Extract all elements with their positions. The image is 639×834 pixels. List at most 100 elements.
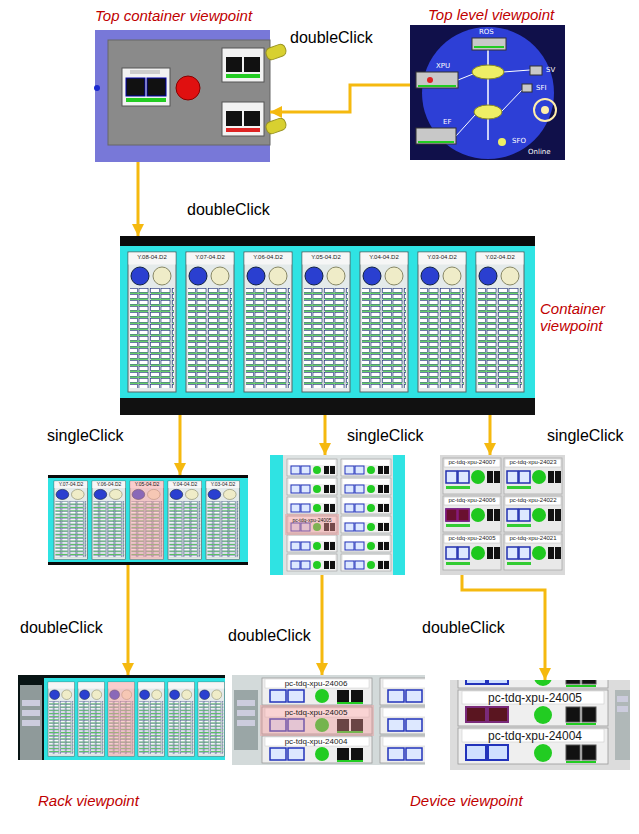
rack-figure — [418, 252, 466, 392]
screen-ground — [450, 680, 630, 770]
mini-device — [126, 78, 145, 96]
device-view-screen — [232, 675, 425, 765]
device-figure — [380, 707, 425, 734]
screen-label: Y.03-04.D2 — [206, 481, 240, 487]
device-figure — [262, 736, 372, 763]
device-figure — [287, 497, 337, 514]
screenshot-panel: pc-tdq-xpu-24007pc-tdq-xpu-24023pc-tdq-x… — [440, 455, 565, 575]
screen-label: SV — [546, 66, 564, 74]
device-figure — [458, 690, 608, 726]
tree-wire — [503, 70, 530, 72]
rack-figure — [206, 481, 240, 559]
click-label: doubleClick — [18, 618, 105, 637]
screen-floor — [48, 478, 248, 562]
viewpoint-caption: Device viewpoint — [410, 792, 523, 809]
screen-ground — [440, 455, 565, 575]
screenshot-panel: pc-tdq-xpu-24005 — [270, 455, 405, 575]
mini-screen — [122, 68, 170, 106]
viewpoint-caption: Rack viewpoint — [38, 792, 238, 809]
viewpoint-caption: Top container viewpoint — [95, 7, 295, 24]
selection-highlight — [108, 682, 134, 756]
sfi-box — [522, 84, 532, 92]
screen-label: Y.06-04.D2 — [92, 481, 126, 487]
switch-ellipse — [472, 65, 504, 79]
device-figure — [287, 459, 337, 476]
panel-button — [237, 700, 255, 706]
device-figure — [443, 534, 501, 570]
panel-button — [22, 720, 40, 726]
screenshot-panel: pc-tdq-xpu-24006 pc-tdq-xpu-24005 pc-tdq-x… — [232, 675, 425, 765]
screen-label: Y.04-04.D2 — [168, 481, 202, 487]
online-wheel — [534, 99, 556, 121]
mini-device — [226, 57, 242, 72]
click-arrow — [179, 415, 182, 475]
screen-label: pc-tdq-xpu-24005 — [266, 708, 366, 717]
click-arrow — [270, 85, 410, 112]
click-arrow — [321, 575, 324, 675]
selected-port — [466, 707, 486, 722]
screenshot-panel: Top level viewpointROSXPUEFSVSFISFOOnlin… — [410, 25, 565, 160]
rack-select-screen — [48, 475, 248, 565]
device-figure — [380, 736, 425, 763]
status-dot — [427, 77, 433, 83]
screen-floor — [120, 246, 535, 398]
screen-floor — [44, 678, 225, 760]
xpu-box — [416, 72, 458, 88]
screen-label: Y.05-04.D2 — [302, 254, 350, 261]
mini-screen — [222, 48, 264, 82]
screenshot-panel: Rack viewpoint — [18, 675, 225, 760]
device-figure — [341, 497, 391, 514]
screen-label: SFI — [536, 84, 556, 92]
screen-label: Y.07-04.D2 — [54, 481, 88, 487]
panel-button — [617, 696, 628, 702]
click-label: singleClick — [345, 426, 425, 445]
screen-ground — [270, 455, 405, 575]
ros-box — [472, 38, 506, 50]
screen-label: pc-tdq-xpu-24006 — [266, 679, 366, 688]
screen-label: Online — [528, 148, 562, 156]
click-label: doubleClick — [288, 28, 375, 47]
screen-label: pc-tdq-xpu-24004 — [266, 737, 366, 746]
screen-label: EF — [443, 118, 461, 126]
device-figure — [287, 478, 337, 495]
device-figure — [341, 478, 391, 495]
panel-button — [237, 720, 255, 726]
screen-label: pc-tdq-xpu-24005 — [466, 691, 604, 705]
device-figure — [443, 458, 501, 494]
screen-panel — [108, 40, 270, 145]
rack-figure — [244, 252, 292, 392]
device-select-screen — [440, 455, 565, 575]
rack-figure — [138, 682, 164, 756]
rack-figure — [168, 682, 194, 756]
side-panel — [234, 690, 258, 750]
device-figure — [341, 535, 391, 552]
mini-leds — [226, 74, 260, 78]
device-figure — [504, 496, 562, 532]
selected-port — [488, 707, 508, 722]
viewpoint-caption: Top level viewpoint — [428, 6, 578, 23]
screen-label: Y.06-04.D2 — [244, 254, 292, 261]
screen-label: pc-tdq-xpu-24006 — [444, 497, 500, 504]
mini-device — [244, 57, 260, 72]
rack-figure — [48, 682, 74, 756]
device-figure — [287, 535, 337, 552]
screen-label: pc-tdq-xpu-24004 — [466, 729, 604, 743]
rack-figure — [168, 481, 202, 559]
screen-label: pc-tdq-xpu-24021 — [505, 535, 561, 542]
mini-device — [226, 111, 242, 126]
panel-button — [22, 700, 40, 706]
ef-box — [416, 128, 456, 144]
screen-label: Y.05-04.D2 — [130, 481, 164, 487]
screen-label: pc-tdq-xpu-24005 — [444, 535, 500, 542]
device-figure — [341, 516, 391, 533]
screen-label: ROS — [479, 28, 501, 36]
selection-highlight — [130, 481, 164, 559]
click-arrow — [127, 565, 130, 675]
device-figure — [458, 680, 608, 688]
click-label: singleClick — [45, 426, 125, 445]
top-level-screen — [410, 25, 565, 160]
side-panel — [615, 690, 630, 760]
screenshot-panel: Container viewpointY.08-04.D2Y.07-04.D2Y… — [120, 236, 535, 415]
container-screen — [120, 236, 535, 415]
panel-button — [617, 706, 628, 712]
